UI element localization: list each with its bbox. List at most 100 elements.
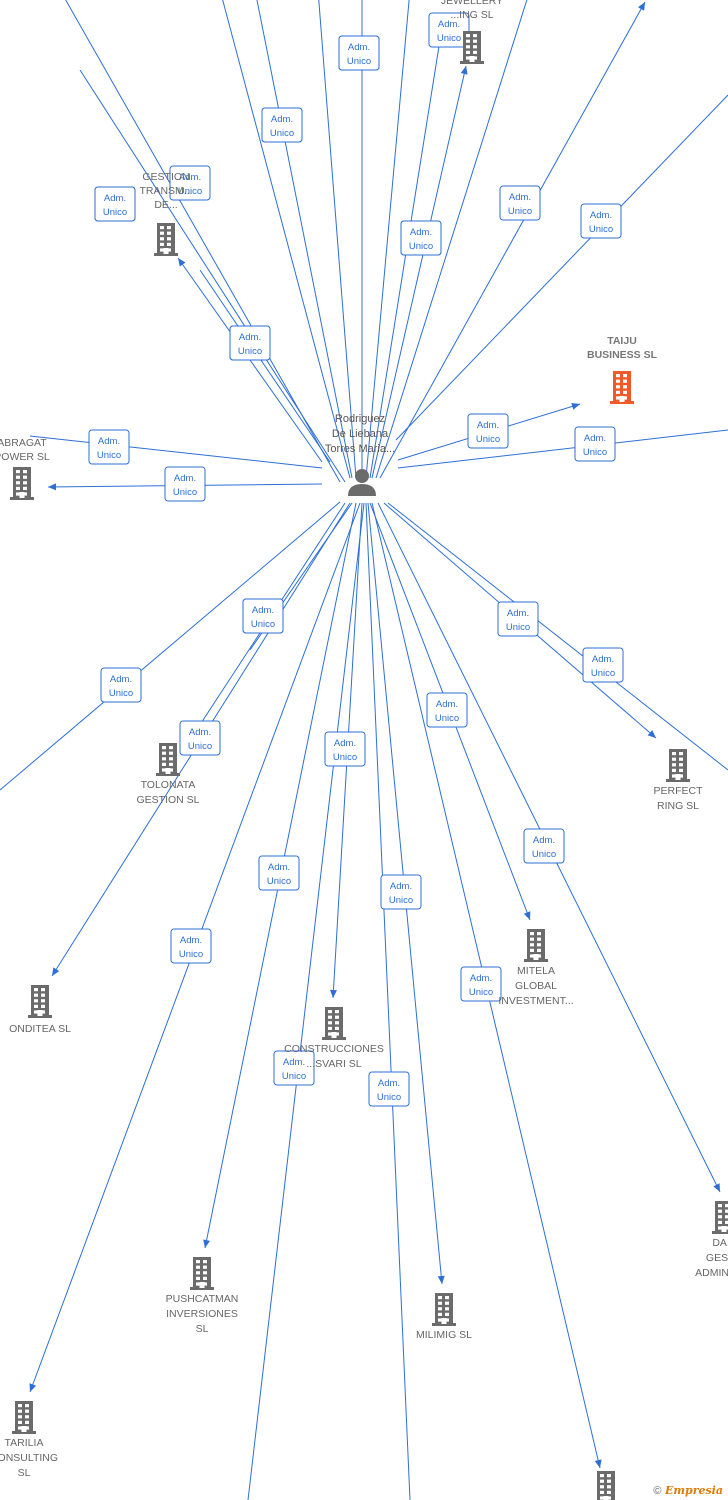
relation-type-line2: Unico [179, 949, 203, 960]
company-node-mitela[interactable]: MITELAGLOBALINVESTMENT... [498, 929, 574, 1007]
relation-label[interactable]: Adm.Unico [426, 692, 468, 728]
edge-line [365, 0, 410, 479]
edge-line [256, 0, 353, 479]
company-node-onditea[interactable]: ONDITEA SL [9, 985, 71, 1035]
person-name-line: Rodriguez [335, 413, 385, 425]
relation-label-box [499, 185, 541, 221]
relation-label[interactable]: Adm.Unico [368, 1071, 410, 1107]
relation-label[interactable]: Adm.Unico [580, 203, 622, 239]
relation-edge [387, 502, 728, 771]
relation-label[interactable]: Adm.Unico [258, 855, 300, 891]
building-icon [12, 1401, 36, 1434]
building-icon [666, 749, 690, 782]
building-icon [460, 31, 484, 64]
relation-label[interactable]: Adm.Unico [229, 325, 271, 361]
relation-label-box [580, 203, 622, 239]
edge-line [79, 69, 346, 483]
relation-label[interactable]: Adm.Unico [273, 1050, 315, 1086]
relation-edge [256, 0, 353, 479]
company-name-line: GESTION [142, 171, 189, 183]
relation-type-line2: Unico [97, 450, 121, 461]
relation-type-line1: Adm. [174, 473, 196, 484]
arrow-head-icon [460, 66, 468, 75]
relation-label[interactable]: Adm.Unico [338, 35, 380, 71]
relation-label[interactable]: Adm.Unico [460, 966, 502, 1002]
relation-type-line1: Adm. [104, 193, 126, 204]
company-name-line: ONDITEA SL [9, 1023, 71, 1035]
relation-label-box [88, 429, 130, 465]
building-icon [154, 223, 178, 256]
relation-type-line1: Adm. [390, 881, 412, 892]
relation-type-line1: Adm. [283, 1057, 305, 1068]
relation-label[interactable]: Adm.Unico [170, 928, 212, 964]
relation-label[interactable]: Adm.Unico [164, 466, 206, 502]
building-icon [190, 1257, 214, 1290]
relation-label-box [582, 647, 624, 683]
relation-type-line1: Adm. [239, 332, 261, 343]
company-node-bottom-right[interactable] [594, 1471, 618, 1500]
company-name-line: TRANSM... [139, 185, 192, 197]
relation-label[interactable]: Adm.Unico [324, 731, 366, 767]
relation-edge [379, 1, 646, 479]
arrow-head-icon [29, 1383, 37, 1392]
relation-edge [222, 0, 351, 479]
relation-label-box [258, 855, 300, 891]
arrow-head-icon [571, 403, 580, 410]
brand-name: Empresia [664, 1484, 723, 1497]
person-icon [348, 469, 376, 496]
relation-type-line2: Unico [589, 224, 613, 235]
relation-label-box [170, 928, 212, 964]
relation-label[interactable]: Adm.Unico [380, 874, 422, 910]
company-node-dag-gestion[interactable]: DA...GEST...ADMINIST... [695, 1201, 728, 1279]
relation-type-line2: Unico [583, 447, 607, 458]
relation-label[interactable]: Adm.Unico [467, 413, 509, 449]
edge-line [318, 0, 357, 479]
edge-line [387, 502, 728, 771]
relation-type-line2: Unico [109, 688, 133, 699]
relation-edge [365, 502, 411, 1500]
building-icon [524, 929, 548, 962]
relation-label[interactable]: Adm.Unico [428, 12, 470, 48]
person-name-line: De Liebana [332, 428, 389, 440]
company-node-jewellery[interactable]: JEWELLERY...ING SL [441, 0, 503, 64]
relation-type-line2: Unico [188, 741, 212, 752]
company-name-line: INVERSIONES [166, 1308, 238, 1320]
relation-label[interactable]: Adm.Unico [499, 185, 541, 221]
relation-type-line1: Adm. [271, 114, 293, 125]
relation-label[interactable]: Adm.Unico [574, 426, 616, 462]
relation-label[interactable]: Adm.Unico [242, 598, 284, 634]
relation-label[interactable]: Adm.Unico [582, 647, 624, 683]
company-node-milimig[interactable]: MILIMIG SL [416, 1293, 472, 1341]
company-name-line: DA... [712, 1237, 728, 1249]
building-icon [712, 1201, 728, 1234]
relation-label[interactable]: Adm.Unico [523, 828, 565, 864]
company-name-line: CONSTRUCCIONES [284, 1043, 384, 1055]
relation-label[interactable]: Adm.Unico [94, 186, 136, 222]
relation-label[interactable]: Adm.Unico [169, 165, 211, 201]
relation-label-box [229, 325, 271, 361]
relation-type-line1: Adm. [477, 420, 499, 431]
relation-label[interactable]: Adm.Unico [261, 107, 303, 143]
relation-label[interactable]: Adm.Unico [400, 220, 442, 256]
relation-type-line1: Adm. [252, 605, 274, 616]
relation-label-box [164, 466, 206, 502]
company-name-line: GLOBAL [515, 980, 557, 992]
company-node-tarilia[interactable]: TARILIACONSULTINGSL [0, 1401, 58, 1479]
relation-label[interactable]: Adm.Unico [100, 667, 142, 703]
company-node-construcciones[interactable]: CONSTRUCCIONES...SVARI SL [284, 1007, 384, 1070]
relation-type-line2: Unico [591, 668, 615, 679]
relation-label[interactable]: Adm.Unico [497, 601, 539, 637]
relation-label[interactable]: Adm.Unico [179, 720, 221, 756]
arrow-head-icon [437, 1275, 445, 1284]
relation-type-line2: Unico [508, 206, 532, 217]
company-node-gestion-transm[interactable]: GESTIONTRANSM...DE... [139, 171, 193, 256]
relation-type-line2: Unico [532, 849, 556, 860]
company-node-abragat[interactable]: ABRAGATPOWER SL [0, 437, 50, 500]
relation-label[interactable]: Adm.Unico [88, 429, 130, 465]
